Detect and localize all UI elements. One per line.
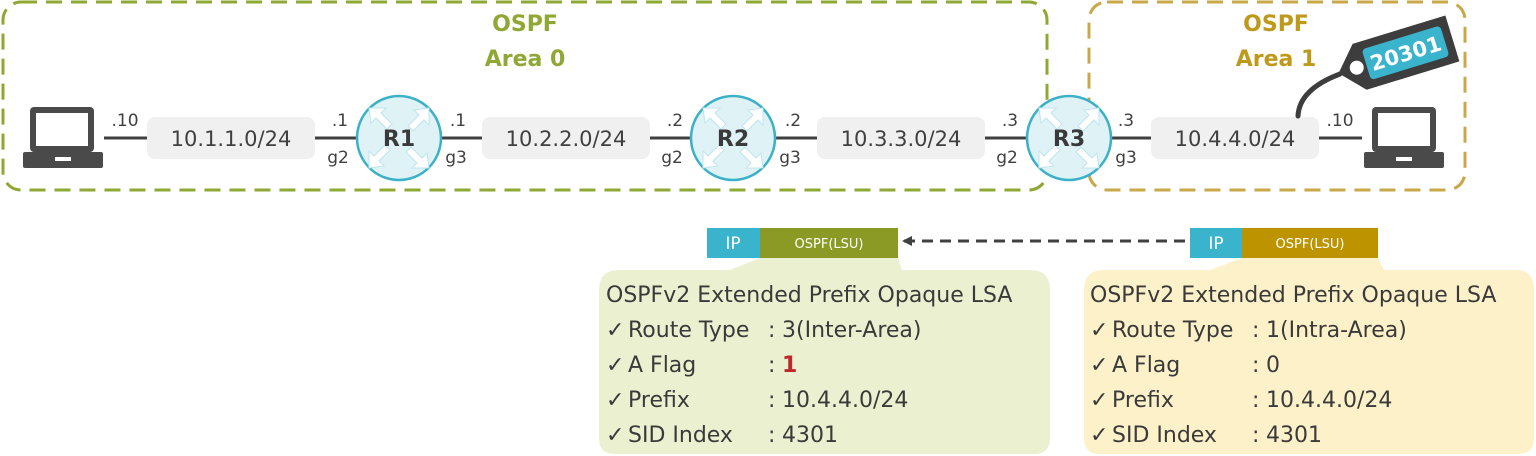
lsa-area1-title: OSPFv2 Extended Prefix Opaque LSA <box>1090 283 1496 308</box>
lsa-area0-label-2: A Flag <box>628 353 696 378</box>
laptop-icon <box>1364 107 1444 168</box>
area-1-title-line2: Area 1 <box>1236 47 1317 72</box>
lsa-area1-label-3: Prefix <box>1112 388 1174 413</box>
router-r2: R2 <box>689 94 777 182</box>
network-box-2 <box>482 117 650 159</box>
r2-right-if: g3 <box>779 148 801 168</box>
host2-ip: .10 <box>1326 111 1353 131</box>
packet-header-area0: IP OSPF(LSU) <box>707 228 898 258</box>
lsa-area0-value-1: 3(Inter-Area) <box>782 318 921 343</box>
r1-right-ip: .1 <box>450 111 466 131</box>
router-r3-label: R3 <box>1053 127 1085 152</box>
r1-left-if: g2 <box>327 148 349 168</box>
lsa-area0-check-4: ✓ <box>606 423 624 448</box>
packet-area0-ip-label: IP <box>725 234 740 254</box>
lsa-area0-check-2: ✓ <box>606 353 624 378</box>
lsa-area1-check-3: ✓ <box>1090 388 1108 413</box>
lsa-area1-value-1: 1(Intra-Area) <box>1266 318 1407 343</box>
r3-right-if: g3 <box>1115 148 1137 168</box>
packet-ip-field <box>707 228 760 258</box>
lsa-area1-colon-3: : <box>1252 388 1259 413</box>
lsa-area1-check-1: ✓ <box>1090 318 1108 343</box>
area-0-boundary <box>1 0 1049 192</box>
network-label-4: 10.4.4.0/24 <box>1175 127 1296 151</box>
packet-area1-ospf-label: OSPF(LSU) <box>1276 237 1345 252</box>
laptop-icon <box>23 107 103 168</box>
router-r1: R1 <box>355 94 443 182</box>
router-r1-label: R1 <box>383 127 415 152</box>
lsa-box-area0: OSPFv2 Extended Prefix Opaque LSA ✓ Rout… <box>599 258 1050 454</box>
lsa-area0-colon-2: : <box>768 353 775 378</box>
r1-right-if: g3 <box>445 148 467 168</box>
lsa-area0-colon-1: : <box>768 318 775 343</box>
lsa-area0-label-3: Prefix <box>628 388 690 413</box>
network-label-1: 10.1.1.0/24 <box>171 127 292 151</box>
area-1-title-line1: OSPF <box>1243 12 1309 37</box>
r3-right-ip: .3 <box>1118 111 1134 131</box>
lsa-area0-label-1: Route Type <box>628 318 749 343</box>
network-box-4 <box>1151 117 1319 159</box>
r1-left-ip: .1 <box>332 111 348 131</box>
network-label-3: 10.3.3.0/24 <box>841 127 962 151</box>
lsa-area1-colon-4: : <box>1252 423 1259 448</box>
network-label-2: 10.2.2.0/24 <box>506 127 627 151</box>
area-0-title-line1: OSPF <box>492 12 558 37</box>
lsa-area0-colon-4: : <box>768 423 775 448</box>
lsa-area1-label-2: A Flag <box>1112 353 1180 378</box>
network-box-1 <box>147 117 315 159</box>
lsa-area0-value-4: 4301 <box>782 423 838 448</box>
lsa-area0-value-3: 10.4.4.0/24 <box>782 388 908 413</box>
network-box-3 <box>817 117 985 159</box>
lsa-area0-label-4: SID Index <box>628 423 733 448</box>
r2-right-ip: .2 <box>785 111 801 131</box>
packet-ip-field <box>1190 228 1242 258</box>
host1-ip: .10 <box>111 111 138 131</box>
lsa-area1-check-4: ✓ <box>1090 423 1108 448</box>
lsa-area1-check-2: ✓ <box>1090 353 1108 378</box>
router-r3: R3 <box>1025 94 1113 182</box>
lsa-area1-label-4: SID Index <box>1112 423 1217 448</box>
tag-icon: 20301 <box>1295 15 1460 119</box>
r3-left-ip: .3 <box>1002 111 1018 131</box>
area-0-title-line2: Area 0 <box>485 47 566 72</box>
lsa-area1-value-4: 4301 <box>1266 423 1322 448</box>
lsa-area0-title: OSPFv2 Extended Prefix Opaque LSA <box>606 283 1012 308</box>
r2-left-ip: .2 <box>667 111 683 131</box>
packet-area0-ospf-label: OSPF(LSU) <box>795 237 864 252</box>
lsa-area0-value-2: 1 <box>782 353 797 378</box>
lsa-area1-label-1: Route Type <box>1112 318 1233 343</box>
packet-area1-ip-label: IP <box>1208 234 1223 254</box>
lsa-area1-colon-2: : <box>1252 353 1259 378</box>
lsa-area1-value-2: 0 <box>1266 353 1280 378</box>
lsa-area0-colon-3: : <box>768 388 775 413</box>
lsa-area0-check-1: ✓ <box>606 318 624 343</box>
packet-header-area1: IP OSPF(LSU) <box>1190 228 1378 258</box>
lsa-area1-colon-1: : <box>1252 318 1259 343</box>
packet-ospf-field <box>1242 228 1378 258</box>
router-r2-label: R2 <box>717 127 749 152</box>
lsa-area0-check-3: ✓ <box>606 388 624 413</box>
lsa-area1-value-3: 10.4.4.0/24 <box>1266 388 1392 413</box>
lsa-box-area1: OSPFv2 Extended Prefix Opaque LSA ✓ Rout… <box>1084 258 1534 454</box>
r3-left-if: g2 <box>996 148 1018 168</box>
packet-ospf-field <box>760 228 898 258</box>
r2-left-if: g2 <box>661 148 683 168</box>
